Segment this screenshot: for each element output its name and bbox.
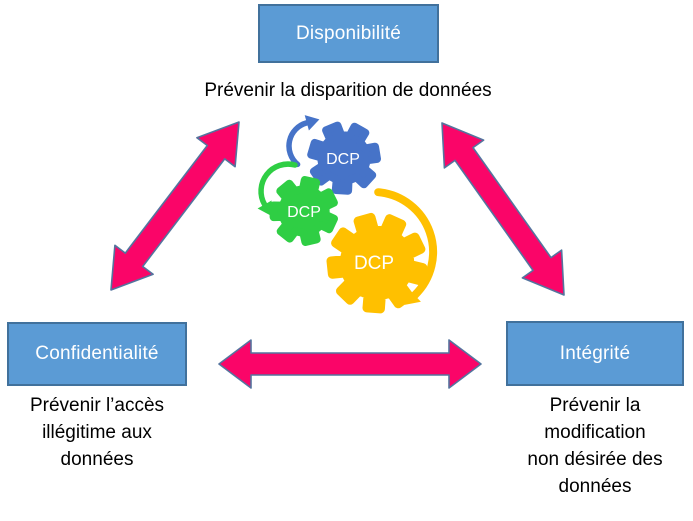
gears-group: DCP DCP DCP xyxy=(269,121,428,314)
caption-line: modification xyxy=(544,422,646,443)
yellow-gear-label: DCP xyxy=(354,253,394,274)
caption-confidentialite: Prévenir l’accès illégitime aux données xyxy=(2,392,192,473)
blue-rotation-arrow-icon xyxy=(286,115,320,168)
green-gear: DCP xyxy=(269,176,338,246)
node-integrite-label: Intégrité xyxy=(559,342,631,364)
caption-line: non désirée des xyxy=(527,449,663,470)
green-gear-label: DCP xyxy=(287,204,321,221)
green-rotation-arrow-icon xyxy=(257,161,298,216)
caption-disponibilite: Prévenir la disparition de données xyxy=(204,80,492,101)
node-confidentialite-label: Confidentialité xyxy=(35,343,159,364)
arrow-disponibilite-integrite xyxy=(441,122,565,296)
arrow-disponibilite-confidentialite xyxy=(110,121,240,291)
node-disponibilite-label: Disponibilité xyxy=(295,22,402,44)
blue-gear: DCP xyxy=(307,121,381,195)
node-disponibilite: Disponibilité xyxy=(258,4,439,63)
caption-line: Prévenir l’accès xyxy=(29,395,165,416)
caption-line: illégitime aux xyxy=(42,422,152,443)
arrow-confidentialite-integrite xyxy=(218,339,482,389)
caption-line: Prévenir la xyxy=(549,395,641,416)
pink-arrows-group xyxy=(110,121,565,389)
node-integrite: Intégrité xyxy=(506,321,684,386)
blue-gear-label: DCP xyxy=(326,151,360,168)
yellow-gear: DCP xyxy=(326,212,428,314)
caption-line: données xyxy=(60,449,134,470)
caption-integrite: Prévenir la modification non désirée des… xyxy=(500,392,690,500)
caption-line: données xyxy=(558,476,632,497)
node-confidentialite: Confidentialité xyxy=(7,322,187,386)
